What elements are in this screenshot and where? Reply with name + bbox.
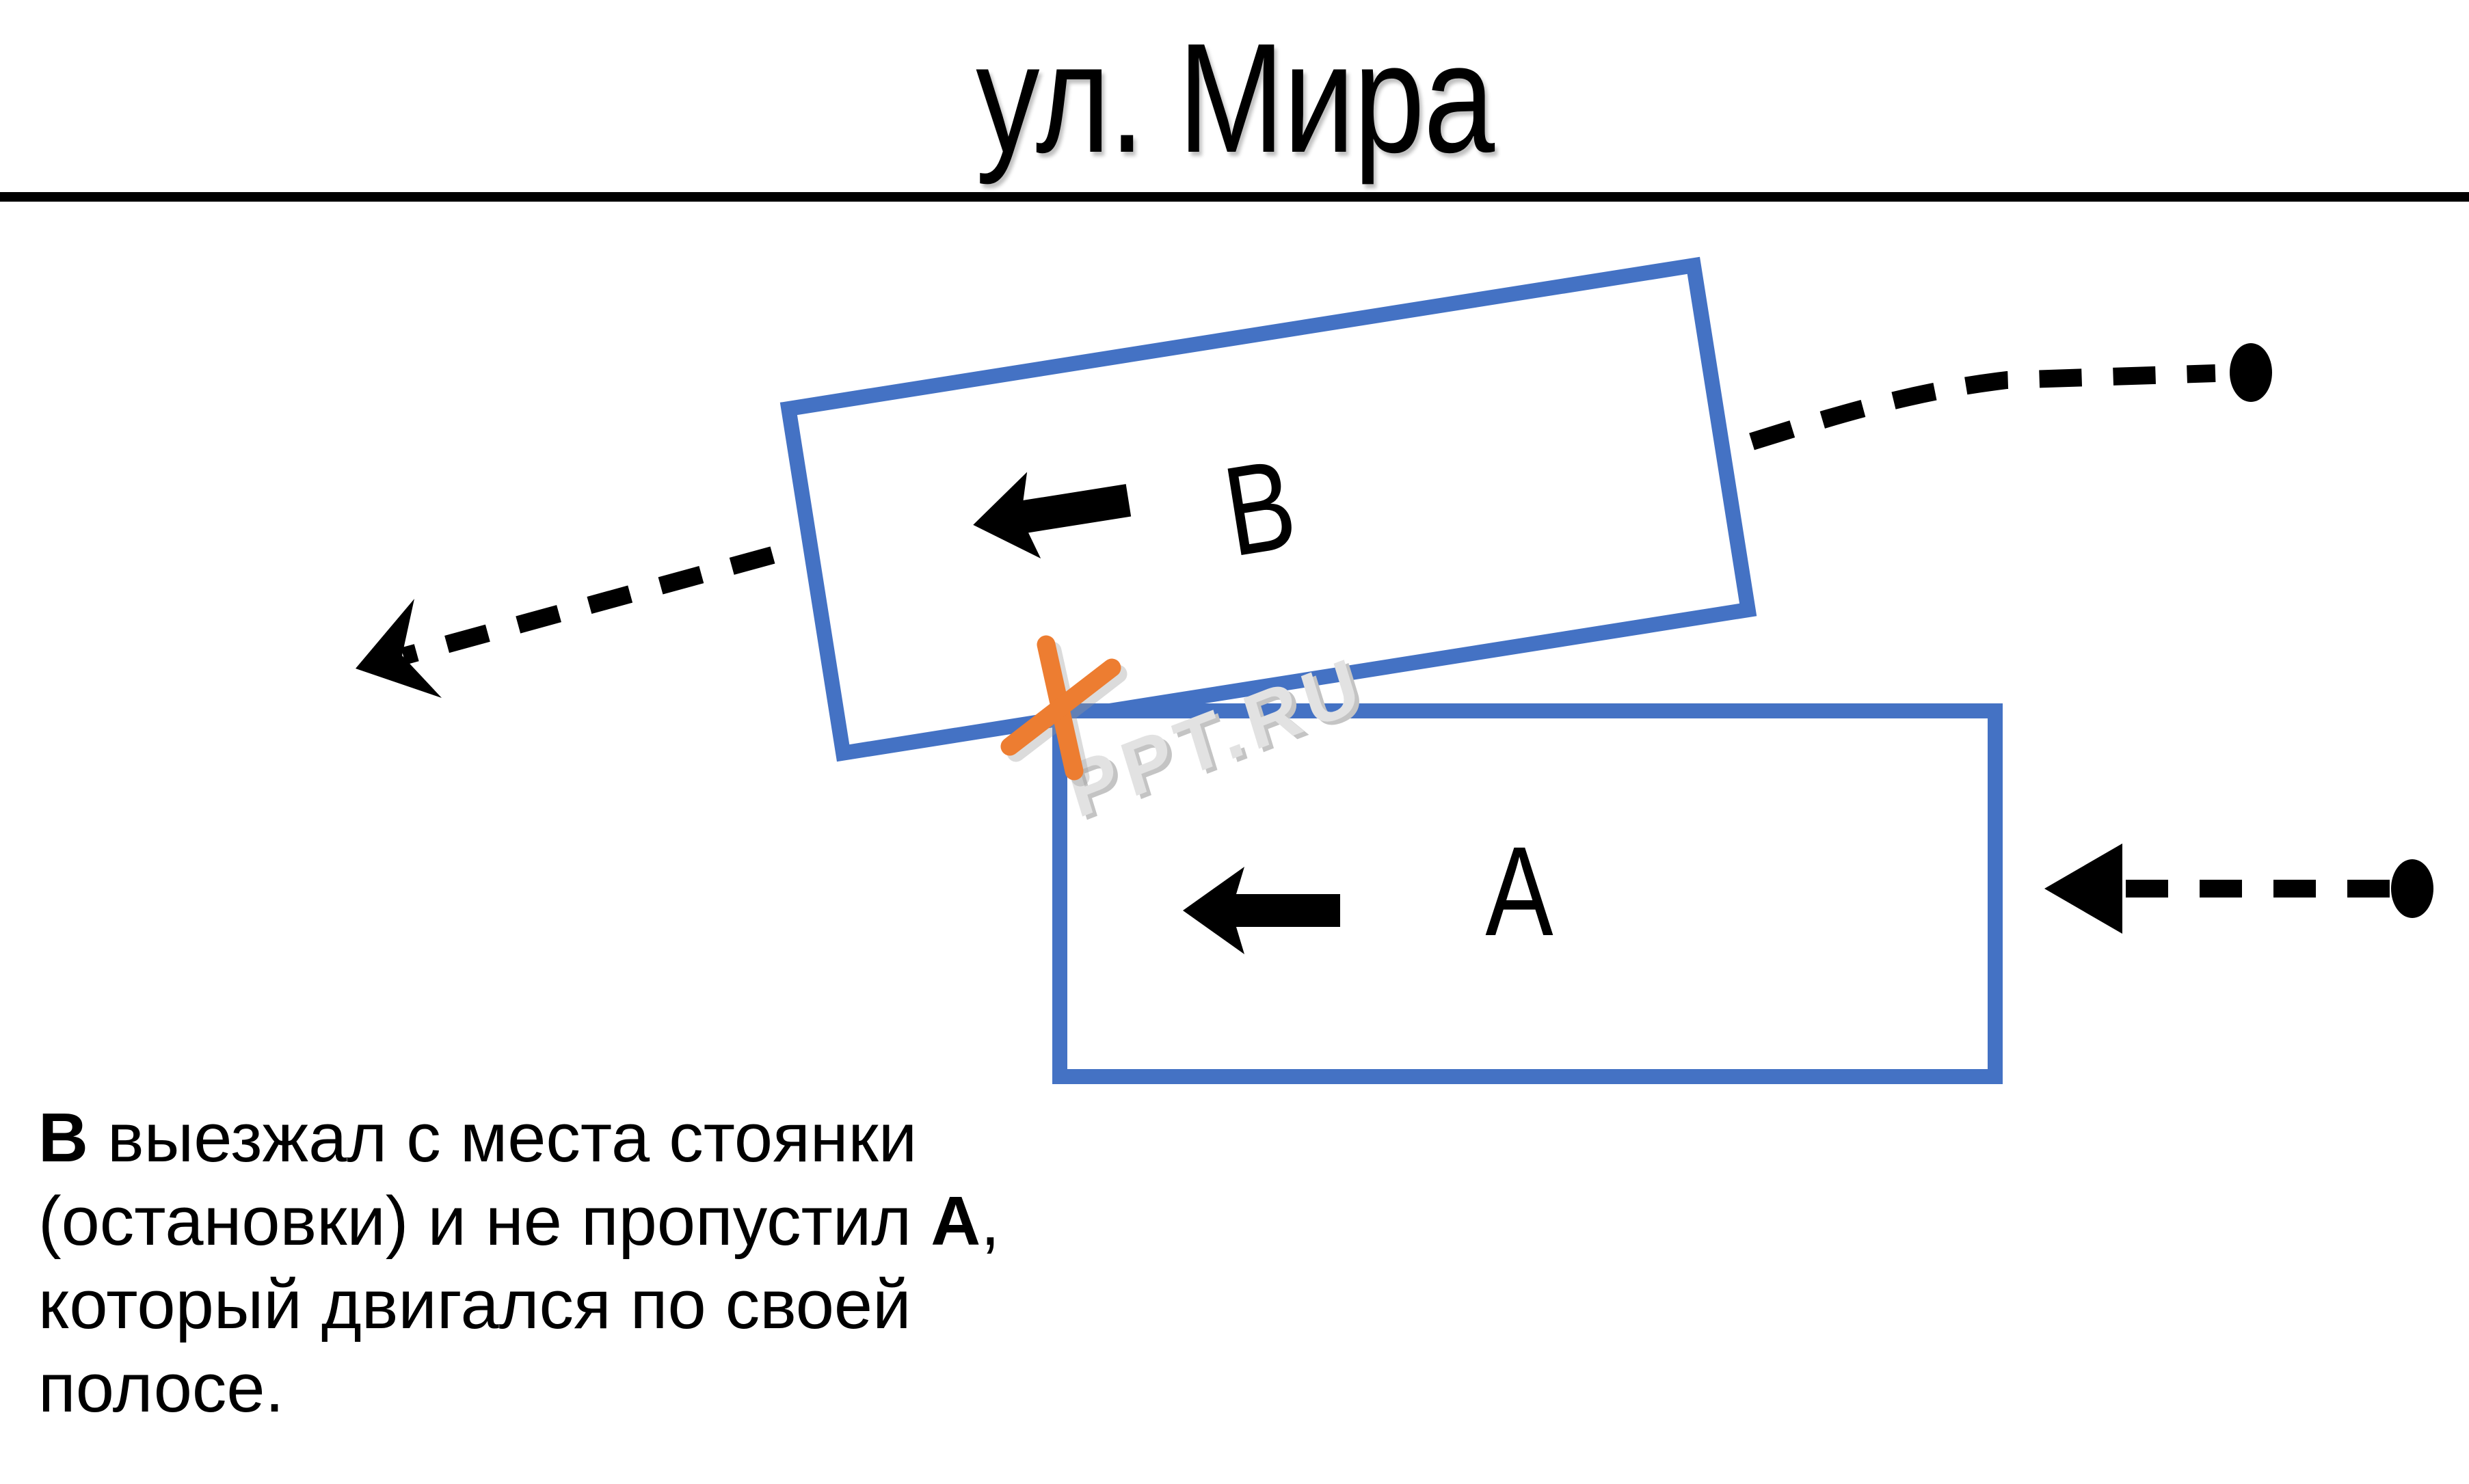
trajectory-b bbox=[1749, 343, 2272, 450]
vehicle-a: А bbox=[1052, 703, 2003, 1084]
vehicle-b-direction-arrow bbox=[973, 472, 1132, 558]
caption-vehicle-ref: В bbox=[38, 1100, 88, 1176]
caption-line: полосе. bbox=[38, 1347, 1187, 1430]
caption-line: В выезжал с места стоянки bbox=[38, 1096, 1187, 1180]
trajectory-a-arrowhead bbox=[2044, 844, 2122, 934]
trajectory-b-exit-arrowhead bbox=[356, 599, 442, 698]
caption-vehicle-ref: А bbox=[931, 1183, 981, 1260]
trajectory-b-exit-dashed-line bbox=[401, 546, 775, 665]
vehicle-a-direction-arrow bbox=[1183, 867, 1340, 954]
trajectory-b-exit bbox=[356, 546, 775, 698]
trajectory-a bbox=[2044, 844, 2433, 934]
caption-text: полосе. bbox=[38, 1350, 284, 1427]
collision-x-stroke-2 bbox=[1000, 658, 1121, 756]
caption-text: выезжал с места стоянки bbox=[88, 1100, 918, 1176]
trajectory-b-dashed-line bbox=[1749, 364, 2216, 450]
caption-line: который двигался по своей bbox=[38, 1263, 1187, 1347]
collision-marker bbox=[1000, 635, 1127, 787]
caption-text: который двигался по своей bbox=[38, 1267, 911, 1343]
caption-text: (остановки) и не пропустил bbox=[38, 1183, 931, 1260]
trajectory-a-start-dot bbox=[2391, 859, 2433, 918]
road-edge-line bbox=[0, 192, 2469, 202]
vehicle-b-body bbox=[779, 256, 1757, 762]
vehicle-b: В bbox=[779, 256, 1757, 762]
trajectory-b-start-dot bbox=[2230, 343, 2272, 402]
accident-description: В выезжал с места стоянки(остановки) и н… bbox=[38, 1096, 1187, 1430]
caption-text: , bbox=[980, 1183, 1000, 1260]
caption-line: (остановки) и не пропустил А, bbox=[38, 1180, 1187, 1263]
vehicle-a-label: А bbox=[1485, 820, 1553, 962]
